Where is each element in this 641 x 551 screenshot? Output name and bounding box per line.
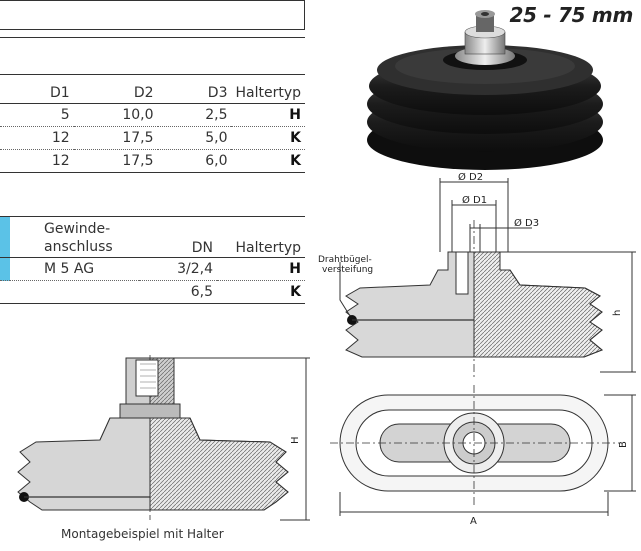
cell-d2: 17,5 <box>122 153 154 169</box>
table-row: 5 10,0 2,5 H <box>0 104 305 127</box>
col-gewinde-line2: anschluss <box>44 239 113 255</box>
divider <box>0 37 305 38</box>
label-d1: Ø D1 <box>462 194 487 206</box>
cell-d1: 5 <box>60 107 70 123</box>
cell-d3: 6,0 <box>205 153 228 169</box>
cell-dn: 3/2,4 <box>177 261 213 277</box>
cell-haltertyp: H <box>289 261 301 277</box>
cross-section-drawing <box>339 178 636 380</box>
product-photo <box>367 10 603 170</box>
label-b: B <box>618 441 629 448</box>
note-line2: versteifung <box>322 265 373 275</box>
col-dn: DN <box>191 240 213 256</box>
col-haltertyp: Haltertyp <box>235 85 301 101</box>
cell-haltertyp: K <box>290 284 301 300</box>
label-d2: Ø D2 <box>458 171 483 183</box>
table-row: M 5 AG 3/2,4 H <box>0 257 305 281</box>
col-gewindeanschluss: Gewinde- anschluss <box>10 217 139 258</box>
title-bar <box>0 0 305 30</box>
cell-d3: 5,0 <box>205 130 228 146</box>
cell-gewinde: M 5 AG <box>44 261 95 277</box>
col-d2: D2 <box>133 85 154 101</box>
size-range-title: 25 - 75 mm <box>509 3 633 27</box>
label-a: A <box>470 516 477 527</box>
table-header-row: Gewinde- anschluss DN Haltertyp <box>0 216 305 258</box>
cell-haltertyp: K <box>290 130 301 146</box>
table-row: 6,5 K <box>0 281 305 304</box>
assembly-drawing <box>17 355 310 521</box>
cell-d1: 12 <box>51 130 70 146</box>
top-view-drawing <box>330 385 636 516</box>
col-d3: D3 <box>207 85 228 101</box>
connection-table: Gewinde- anschluss DN Haltertyp M 5 AG 3… <box>0 216 305 304</box>
label-h-small: h <box>612 310 623 316</box>
table-header-row: D1 D2 D3 Haltertyp <box>0 74 305 104</box>
cell-d3: 2,5 <box>205 107 228 123</box>
accent-bar <box>0 257 10 281</box>
col-d1: D1 <box>50 85 70 101</box>
dimensions-table: D1 D2 D3 Haltertyp 5 10,0 2,5 H 12 17,5 … <box>0 74 305 173</box>
cell-haltertyp: K <box>290 153 301 169</box>
caption: Montagebeispiel mit Halter <box>61 527 224 541</box>
cell-d1: 12 <box>51 153 70 169</box>
table-row: 12 17,5 5,0 K <box>0 127 305 150</box>
cell-dn: 6,5 <box>190 284 213 300</box>
label-d3: Ø D3 <box>514 217 539 229</box>
label-h-big: H <box>290 436 301 444</box>
note-line1: Drahtbügel- <box>318 255 372 265</box>
cell-haltertyp: H <box>289 107 301 123</box>
table-row: 12 17,5 6,0 K <box>0 150 305 173</box>
accent-bar <box>0 216 10 258</box>
cell-d2: 17,5 <box>122 130 154 146</box>
col-gewinde-line1: Gewinde- <box>44 221 111 237</box>
cell-d2: 10,0 <box>122 107 154 123</box>
col-haltertyp: Haltertyp <box>235 240 301 256</box>
